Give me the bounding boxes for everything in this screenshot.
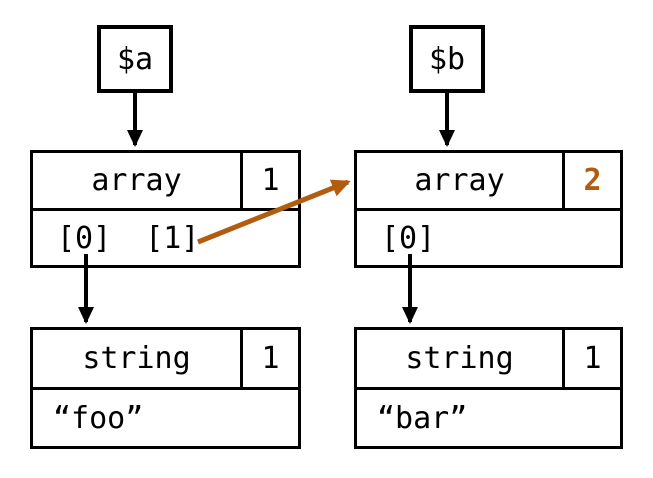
string-bar-type: string xyxy=(405,341,514,376)
variable-box-a: $a xyxy=(97,25,173,93)
array-a-refcount: 1 xyxy=(240,153,298,208)
array-b-refcount: 2 xyxy=(562,153,620,208)
array-a-key-1: [1] xyxy=(145,220,200,256)
string-foo-refcount: 1 xyxy=(240,330,298,387)
string-bar-header: string 1 xyxy=(357,330,620,390)
array-a-keys: [0] [1] xyxy=(33,211,298,265)
array-b-key-0: [0] xyxy=(381,220,436,256)
array-node-a: array 1 [0] [1] xyxy=(30,150,301,268)
string-node-bar: string 1 “bar” xyxy=(354,327,623,449)
array-a-type: array xyxy=(91,163,182,198)
array-b-type: array xyxy=(414,163,505,198)
array-b-keys: [0] xyxy=(357,211,620,265)
variable-a-label: $a xyxy=(116,41,154,77)
array-a-header: array 1 xyxy=(33,153,298,211)
string-foo-type: string xyxy=(82,341,191,376)
array-b-header: array 2 xyxy=(357,153,620,211)
array-node-b: array 2 [0] xyxy=(354,150,623,268)
array-a-key-0: [0] xyxy=(57,220,112,256)
variable-box-b: $b xyxy=(409,25,485,93)
variable-b-label: $b xyxy=(428,41,466,77)
string-bar-value: “bar” xyxy=(377,400,468,436)
string-foo-value: “foo” xyxy=(53,400,144,436)
string-foo-header: string 1 xyxy=(33,330,298,390)
string-node-foo: string 1 “foo” xyxy=(30,327,301,449)
string-bar-refcount: 1 xyxy=(562,330,620,387)
